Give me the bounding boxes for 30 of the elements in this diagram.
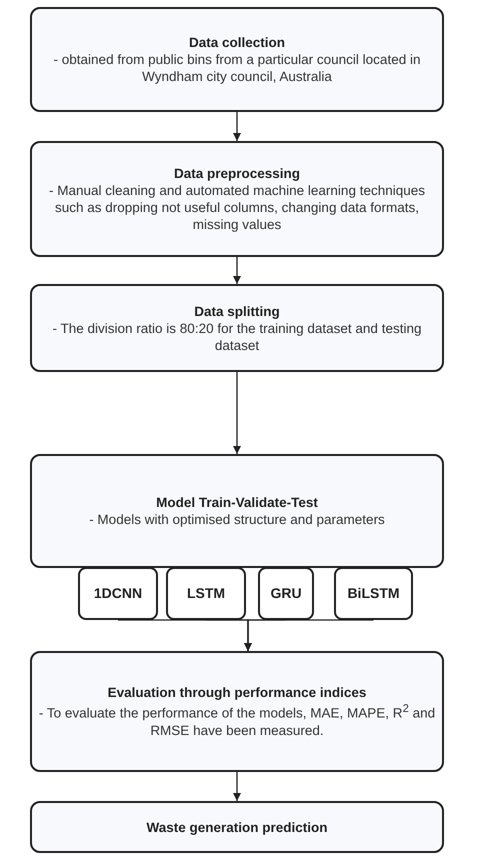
- step-title: BiLSTM: [347, 585, 400, 602]
- process-box: [30, 7, 444, 112]
- arrow: [233, 257, 241, 284]
- arrow: [233, 112, 241, 141]
- step-title: Evaluation through performance indices: [108, 684, 366, 702]
- arrow: [244, 619, 374, 651]
- arrow: [233, 772, 241, 801]
- step-title: Model Train-Validate-Test: [156, 494, 318, 511]
- step-title: GRU: [270, 585, 302, 602]
- arrow: [233, 372, 241, 454]
- step-title: LSTM: [186, 585, 226, 602]
- process-box: [30, 801, 444, 853]
- step-title: 1DCNN: [94, 585, 142, 602]
- model-box: [166, 567, 246, 620]
- step-description: - The division ratio is 80:20 for the training dataset and testing dataset: [52, 320, 422, 354]
- model-box: [334, 567, 413, 620]
- model-box: [258, 567, 314, 620]
- step-title: Data collection: [188, 34, 286, 51]
- process-box: [30, 651, 444, 772]
- step-description: - obtained from public bins from a particular council located in Wyndham city council, Australia: [52, 51, 422, 85]
- process-box: [30, 141, 444, 257]
- step-description: - To evaluate the performance of the models, MAE, MAPE, R$^{2}$ and RMSE have been measured.: [38, 702, 436, 739]
- process-box: [30, 284, 444, 372]
- model-box: [78, 567, 158, 620]
- process-box: [30, 454, 444, 568]
- step-title: Data preprocessing: [174, 165, 300, 182]
- step-title: Data splitting: [194, 302, 280, 320]
- step-description: - Models with optimised structure and parameters: [89, 511, 385, 528]
- step-description: - Manual cleaning and automated machine learning techniques such as dropping not useful columns, changing data formats, missing values: [48, 182, 426, 233]
- step-title: Waste generation prediction: [146, 818, 328, 836]
